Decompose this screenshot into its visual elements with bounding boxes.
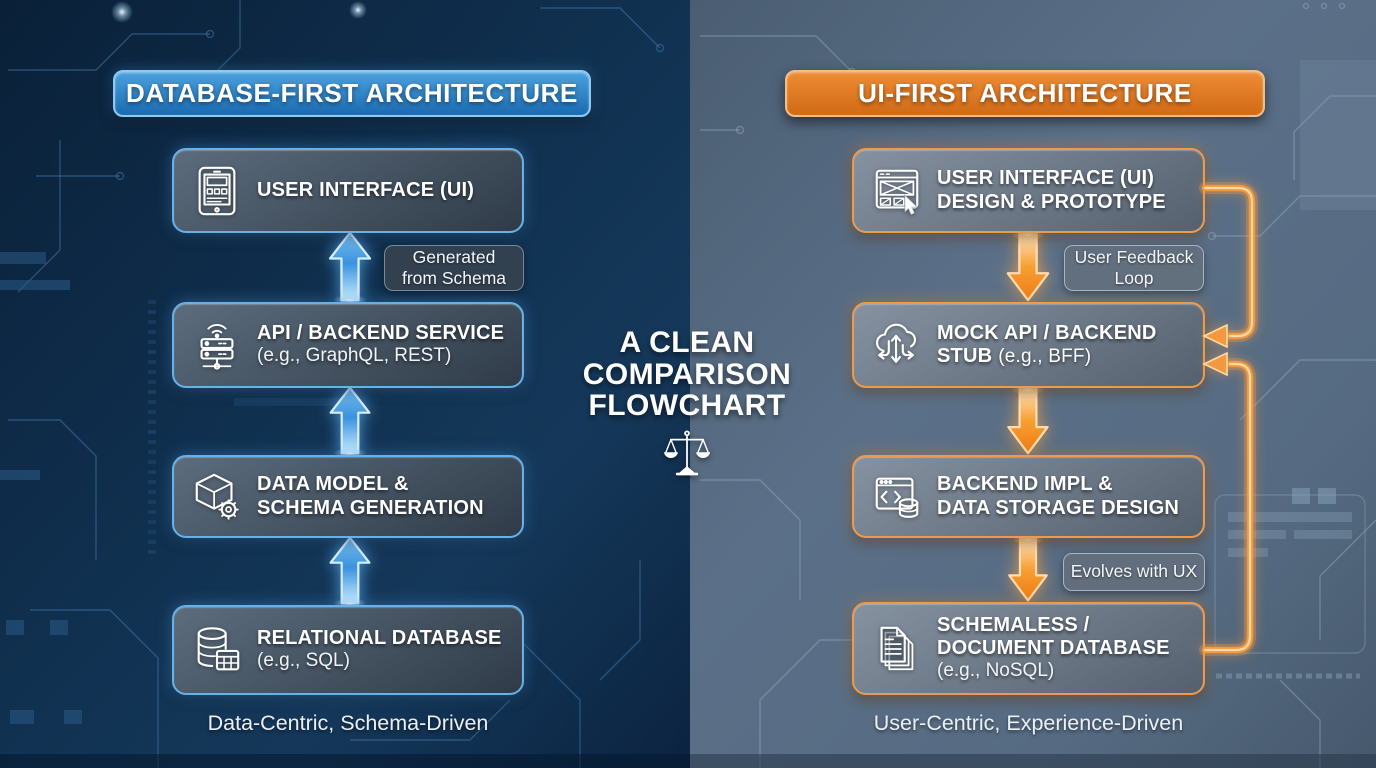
documents-icon (870, 622, 924, 676)
box-title: DESIGN & PROTOTYPE (937, 190, 1166, 213)
box-title: STUB(e.g., BFF) (937, 345, 1092, 367)
badge-line: Evolves with UX (1070, 561, 1198, 582)
code-window-db-icon (870, 470, 924, 524)
badge-line: from Schema (401, 268, 507, 288)
down-arrow-icon (996, 534, 1060, 604)
tablet-icon (190, 164, 244, 218)
box-title: USER INTERFACE (UI) (937, 167, 1155, 190)
box-title: SCHEMALESS / (937, 613, 1090, 636)
box-subtitle: (e.g., SQL) (257, 650, 350, 672)
box-title: DATA MODEL & (257, 473, 409, 496)
db-first-box-data-model: DATA MODEL & SCHEMA GENERATION (172, 455, 524, 538)
box-title: USER INTERFACE (UI) (257, 178, 475, 201)
box-title: DATA STORAGE DESIGN (937, 496, 1179, 519)
ui-first-box-mock-api: MOCK API / BACKEND STUB(e.g., BFF) (852, 302, 1205, 388)
evolves-with-ux-badge: Evolves with UX (1063, 553, 1205, 591)
center-title: A CLEAN COMPARISON FLOWCHART (547, 327, 827, 422)
box-title: SCHEMA GENERATION (257, 496, 484, 519)
user-feedback-loop-badge: User Feedback Loop (1064, 245, 1204, 291)
wireframe-cursor-icon (870, 164, 924, 218)
box-subtitle: (e.g., GraphQL, REST) (257, 345, 452, 367)
cube-gear-icon (190, 470, 244, 524)
center-title-line: FLOWCHART (588, 389, 786, 422)
down-arrow-icon (996, 384, 1060, 457)
box-title: DOCUMENT DATABASE (937, 637, 1170, 660)
generated-from-schema-badge: Generated from Schema (384, 245, 524, 291)
left-caption: Data-Centric, Schema-Driven (207, 711, 489, 735)
up-arrow-icon (318, 385, 382, 459)
scales-icon (662, 428, 712, 478)
ui-first-box-ui-design: USER INTERFACE (UI) DESIGN & PROTOTYPE (852, 148, 1205, 233)
up-arrow-icon (318, 535, 382, 609)
ui-first-box-document-db: SCHEMALESS / DOCUMENT DATABASE (e.g., No… (852, 602, 1205, 695)
center-title-line: A CLEAN (619, 326, 755, 359)
down-arrow-icon (996, 229, 1060, 304)
db-first-box-relational-db: RELATIONAL DATABASE (e.g., SQL) (172, 605, 524, 695)
box-subtitle: (e.g., NoSQL) (937, 660, 1055, 682)
db-first-box-user-interface: USER INTERFACE (UI) (172, 148, 524, 233)
right-header: UI-FIRST ARCHITECTURE (785, 70, 1265, 117)
cloud-arrows-icon (870, 318, 924, 372)
box-title: MOCK API / BACKEND (937, 321, 1157, 344)
badge-line: Loop (1114, 268, 1154, 288)
badge-line: User Feedback (1074, 246, 1194, 267)
left-header: DATABASE-FIRST ARCHITECTURE (113, 70, 591, 117)
db-first-box-api-backend: API / BACKEND SERVICE (e.g., GraphQL, RE… (172, 302, 524, 388)
box-title: BACKEND IMPL & (937, 473, 1113, 496)
server-wifi-icon (190, 318, 244, 372)
database-table-icon (190, 623, 244, 677)
box-title: API / BACKEND SERVICE (257, 321, 505, 344)
up-arrow-icon (318, 230, 382, 306)
ui-first-box-backend-impl: BACKEND IMPL & DATA STORAGE DESIGN (852, 455, 1205, 538)
right-caption: User-Centric, Experience-Driven (873, 711, 1184, 735)
box-title: RELATIONAL DATABASE (257, 626, 502, 649)
center-title-line: COMPARISON (582, 357, 792, 391)
badge-line: Generated (412, 246, 496, 267)
